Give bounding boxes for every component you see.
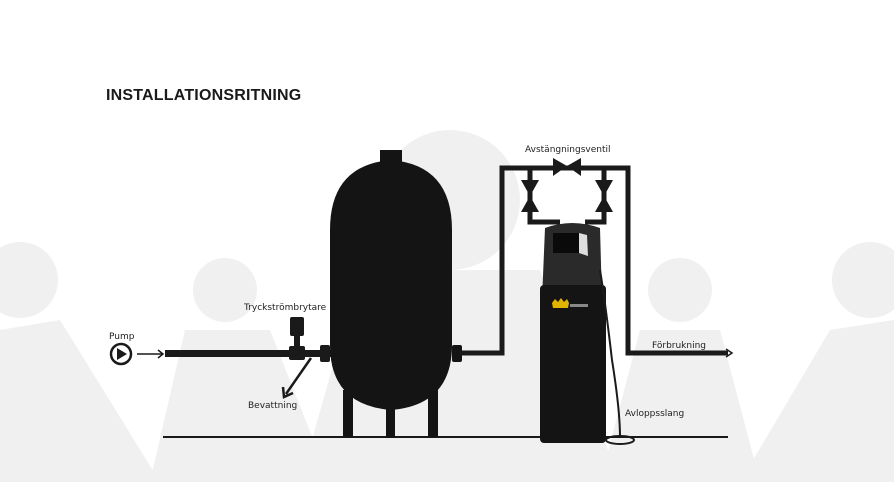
- label-irrigation: Bevattning: [248, 401, 297, 411]
- pump-icon: [109, 342, 133, 366]
- arrow-right-icon: [137, 349, 165, 359]
- crown-logo-icon: [552, 298, 569, 308]
- label-consumption: Förbrukning: [652, 341, 706, 351]
- label-pressure-switch: Tryckströmbrytare: [243, 303, 327, 313]
- label-pump: Pump: [109, 332, 135, 342]
- inlet-pipe: [165, 350, 335, 357]
- page-title: INSTALLATIONSRITNING: [106, 87, 302, 104]
- valve-icons: [521, 158, 613, 212]
- consumption-arrow-icon: [725, 348, 734, 358]
- pressure-switch-icon: [290, 317, 304, 347]
- water-softener: [540, 223, 606, 443]
- label-drain-hose: Avloppsslang: [625, 409, 684, 419]
- drain-hose: [599, 269, 635, 445]
- pressure-tank: [330, 150, 462, 438]
- tee-fitting: [289, 346, 305, 360]
- irrigation-arrow-icon: [281, 357, 313, 399]
- label-shutoff-valve: Avstängningsventil: [525, 145, 611, 155]
